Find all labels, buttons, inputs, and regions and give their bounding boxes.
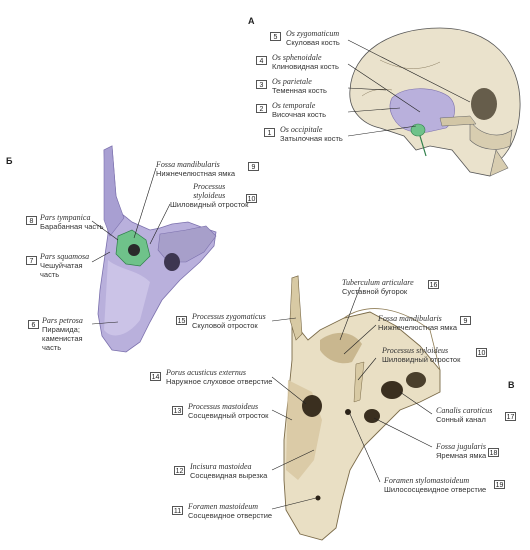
latin-term: Os temporale xyxy=(272,101,316,110)
russian-term: Шилососцевидное отверстие xyxy=(384,485,487,494)
russian-term: Височная кость xyxy=(272,110,327,119)
panel-letter-a: А xyxy=(248,16,255,26)
russian-term: Шиловидный отросток xyxy=(382,355,461,364)
label-number: 19 xyxy=(494,480,505,489)
latin-term: Processus xyxy=(193,182,226,191)
russian-term: Сосцевидный отросток xyxy=(188,411,269,420)
russian-term: Барабанная часть xyxy=(40,222,104,231)
skull-label-sphenoid: Os sphenoidale Клиновидная кость xyxy=(272,53,339,71)
russian-term: Сосцевидное отверстие xyxy=(188,511,273,520)
russian-term: Чешуйчатая xyxy=(40,261,83,270)
label-number: 18 xyxy=(488,448,499,457)
latin-term: Os occipitale xyxy=(280,125,323,134)
label-number: 5 xyxy=(270,32,281,41)
latin-term: Foramen mastoideum xyxy=(188,502,258,511)
skull-label-temporal: Os temporale Височная кость xyxy=(272,101,326,119)
label-number: 4 xyxy=(256,56,267,65)
v-label-porus: Porus acusticus externus Наружное слухов… xyxy=(166,368,272,386)
russian-term: Наружное слуховое отверстие xyxy=(166,377,273,386)
russian-term: Затылочная кость xyxy=(280,134,343,143)
skull-drawing xyxy=(349,27,521,177)
latin-term: Fossa jugularis xyxy=(436,442,487,451)
label-number: 6 xyxy=(28,320,39,329)
temporal-bone-colored xyxy=(97,145,217,353)
latin-term: Incisura mastoidea xyxy=(190,462,252,471)
b-label-styloid: Processus styloideus Шиловидный отросток xyxy=(170,182,248,209)
label-number: 10 xyxy=(476,348,487,357)
skull-label-occipital: Os occipitale Затылочная кость xyxy=(280,125,343,143)
label-number: 12 xyxy=(174,466,185,475)
latin-term: Pars squamosa xyxy=(40,252,90,261)
russian-term: Сосцевидная вырезка xyxy=(190,471,268,480)
skull-label-parietal: Os parietale Теменная кость xyxy=(272,77,327,95)
b-label-tympanic: Pars tympanica Барабанная часть xyxy=(40,213,104,231)
russian-term: часть xyxy=(40,270,60,279)
latin-term: Porus acusticus externus xyxy=(166,368,246,377)
label-number: 17 xyxy=(505,412,516,421)
label-number: 16 xyxy=(428,280,439,289)
v-label-stylomastoid: Foramen stylomastoideum Шилососцевидное … xyxy=(384,476,486,494)
label-number: 13 xyxy=(172,406,183,415)
label-number: 14 xyxy=(150,372,161,381)
label-number: 7 xyxy=(26,256,37,265)
latin-term: Fossa mandibularis xyxy=(378,314,442,323)
latin-term: Canalis caroticus xyxy=(436,406,493,415)
latin-term: Tuberculum articulare xyxy=(342,278,414,287)
label-number: 2 xyxy=(256,104,267,113)
v-label-mastoid-process: Processus mastoideus Сосцевидный отросто… xyxy=(188,402,268,420)
label-number: 1 xyxy=(264,128,275,137)
label-number: 9 xyxy=(248,162,259,171)
russian-term: Яремная ямка xyxy=(436,451,487,460)
latin-term: Pars tympanica xyxy=(40,213,91,222)
label-number: 10 xyxy=(246,194,257,203)
russian-term: Нижнечелюстная ямка xyxy=(378,323,457,332)
temporal-bone-realistic xyxy=(283,275,441,541)
russian-term: Скуловой отросток xyxy=(192,321,258,330)
v-label-zygomatic-process: Processus zygomaticus Скуловой отросток xyxy=(192,312,266,330)
label-number: 9 xyxy=(460,316,471,325)
russian-term: Шиловидный отросток xyxy=(170,200,249,209)
v-label-styloid: Processus styloideus Шиловидный отросток xyxy=(382,346,460,364)
latin-term: Os parietale xyxy=(272,77,312,86)
v-label-jugular-fossa: Fossa jugularis Яремная ямка xyxy=(436,442,486,460)
latin-term: Processus mastoideus xyxy=(188,402,259,411)
latin-term: Processus styloideus xyxy=(382,346,449,355)
label-number: 15 xyxy=(176,316,187,325)
b-label-petrous: Pars petrosa Пирамида; каменистая часть xyxy=(42,316,83,352)
skull-label-zygomatic: Os zygomaticum Скуловая кость xyxy=(286,29,340,47)
latin-term: styloideus xyxy=(193,191,226,200)
latin-term: Pars petrosa xyxy=(42,316,83,325)
label-number: 8 xyxy=(26,216,37,225)
russian-term: Клиновидная кость xyxy=(272,62,339,71)
russian-term: Теменная кость xyxy=(272,86,327,95)
label-number: 3 xyxy=(256,80,267,89)
russian-term: каменистая xyxy=(42,334,83,343)
russian-term: часть xyxy=(42,343,62,352)
b-label-fossa-mandibularis: Fossa mandibularis Нижнечелюстная ямка xyxy=(156,160,235,178)
russian-term: Скуловая кость xyxy=(286,38,340,47)
b-label-squamous: Pars squamosa Чешуйчатая часть xyxy=(40,252,89,279)
panel-letter-b: Б xyxy=(6,156,13,166)
russian-term: Суставной бугорок xyxy=(342,287,408,296)
v-label-carotid-canal: Canalis caroticus Сонный канал xyxy=(436,406,492,424)
v-label-incisura: Incisura mastoidea Сосцевидная вырезка xyxy=(190,462,267,480)
leader-lines xyxy=(91,39,471,510)
v-label-mastoid-foramen: Foramen mastoideum Сосцевидное отверстие xyxy=(188,502,272,520)
russian-term: Нижнечелюстная ямка xyxy=(156,169,235,178)
latin-term: Os sphenoidale xyxy=(272,53,322,62)
latin-term: Fossa mandibularis xyxy=(156,160,220,169)
v-label-tuberculum: Tuberculum articulare Суставной бугорок xyxy=(342,278,414,296)
label-number: 11 xyxy=(172,506,183,515)
latin-term: Processus zygomaticus xyxy=(192,312,266,321)
russian-term: Пирамида; xyxy=(42,325,80,334)
panel-letter-v: В xyxy=(508,380,515,390)
v-label-fossa-mandibularis: Fossa mandibularis Нижнечелюстная ямка xyxy=(378,314,457,332)
latin-term: Os zygomaticum xyxy=(286,29,340,38)
russian-term: Сонный канал xyxy=(436,415,486,424)
latin-term: Foramen stylomastoideum xyxy=(384,476,470,485)
